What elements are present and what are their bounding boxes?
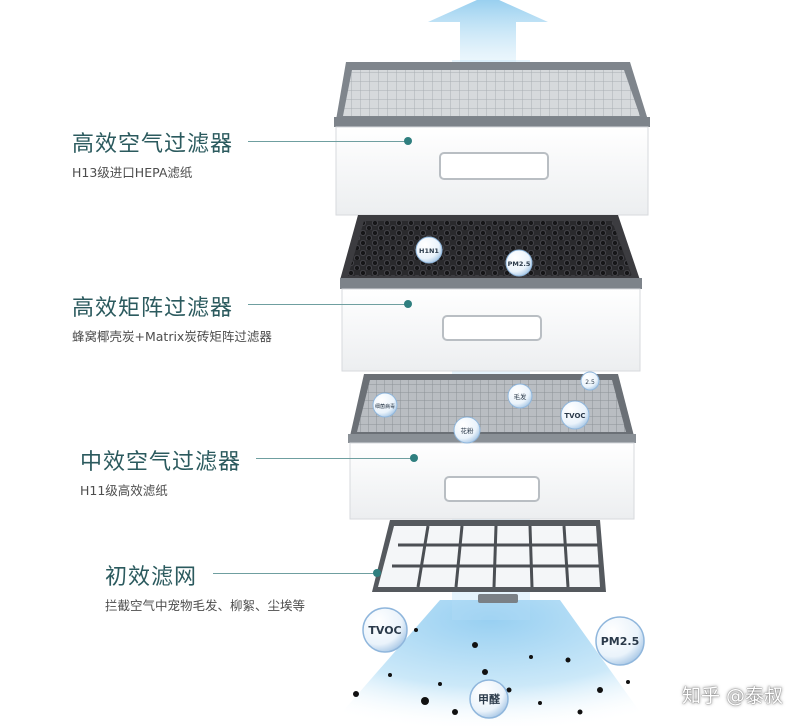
filter-subtitle: 蜂窝椰壳炭+Matrix炭砖矩阵过滤器 [72,329,272,344]
filter-subtitle: 拦截空气中宠物毛发、柳絮、尘埃等 [105,598,306,613]
svg-text:TVOC: TVOC [368,624,401,637]
up-arrow-icon [428,0,548,72]
svg-text:PM2.5: PM2.5 [508,260,531,268]
hepa-filter-tray [334,62,650,216]
leader-line [256,458,414,459]
carbon-filter-tray [340,215,642,372]
leader-dot [404,300,412,308]
svg-text:TVOC: TVOC [564,412,585,420]
bubble-tvoc-small: TVOC [560,400,590,430]
svg-text:PM2.5: PM2.5 [601,635,640,648]
watermark: 知乎 @泰叔 [681,685,783,707]
filter-label-carbon: 高效矩阵过滤器 蜂窝椰壳炭+Matrix炭砖矩阵过滤器 [72,290,272,345]
bubble-formaldehyde: 甲醛 [469,679,509,719]
leader-dot [410,454,418,462]
svg-text:2.5: 2.5 [585,379,595,386]
filter-title: 高效空气过滤器 [72,132,234,157]
svg-text:细菌病毒: 细菌病毒 [375,403,395,410]
bubble-pollen: 花粉 [453,416,481,444]
bubble-hair: 毛发 [507,383,533,409]
bubble-h1n1: H1N1 [415,236,443,264]
svg-text:H1N1: H1N1 [419,247,439,255]
filter-label-hepa: 高效空气过滤器 H13级进口HEPA滤纸 [72,126,233,181]
bubble-pm25-small: PM2.5 [505,249,533,277]
svg-text:甲醛: 甲醛 [478,692,501,706]
leader-line [248,304,408,305]
filter-title: 中效空气过滤器 [80,450,242,475]
leader-dot [404,137,412,145]
filter-subtitle: H13级进口HEPA滤纸 [72,165,193,180]
filter-title: 高效矩阵过滤器 [72,296,234,321]
bubble-25: 2.5 [580,371,600,391]
bubble-tvoc: TVOC [362,607,408,653]
filter-title: 初效滤网 [105,565,198,590]
svg-text:花粉: 花粉 [461,426,475,435]
filter-label-medium: 中效空气过滤器 H11级高效滤纸 [80,444,241,499]
filter-subtitle: H11级高效滤纸 [80,483,168,498]
leader-dot [373,569,381,577]
leader-line [248,141,408,142]
bottom-airflow [330,600,650,726]
pre-filter-mesh [372,520,606,603]
svg-text:毛发: 毛发 [514,392,528,401]
dust-particles [353,628,630,715]
bubble-bacteria: 细菌病毒 [372,392,398,418]
leader-line [213,573,377,574]
filter-label-prefilter: 初效滤网 拦截空气中宠物毛发、柳絮、尘埃等 [105,559,305,614]
bubble-pm25: PM2.5 [595,616,645,666]
